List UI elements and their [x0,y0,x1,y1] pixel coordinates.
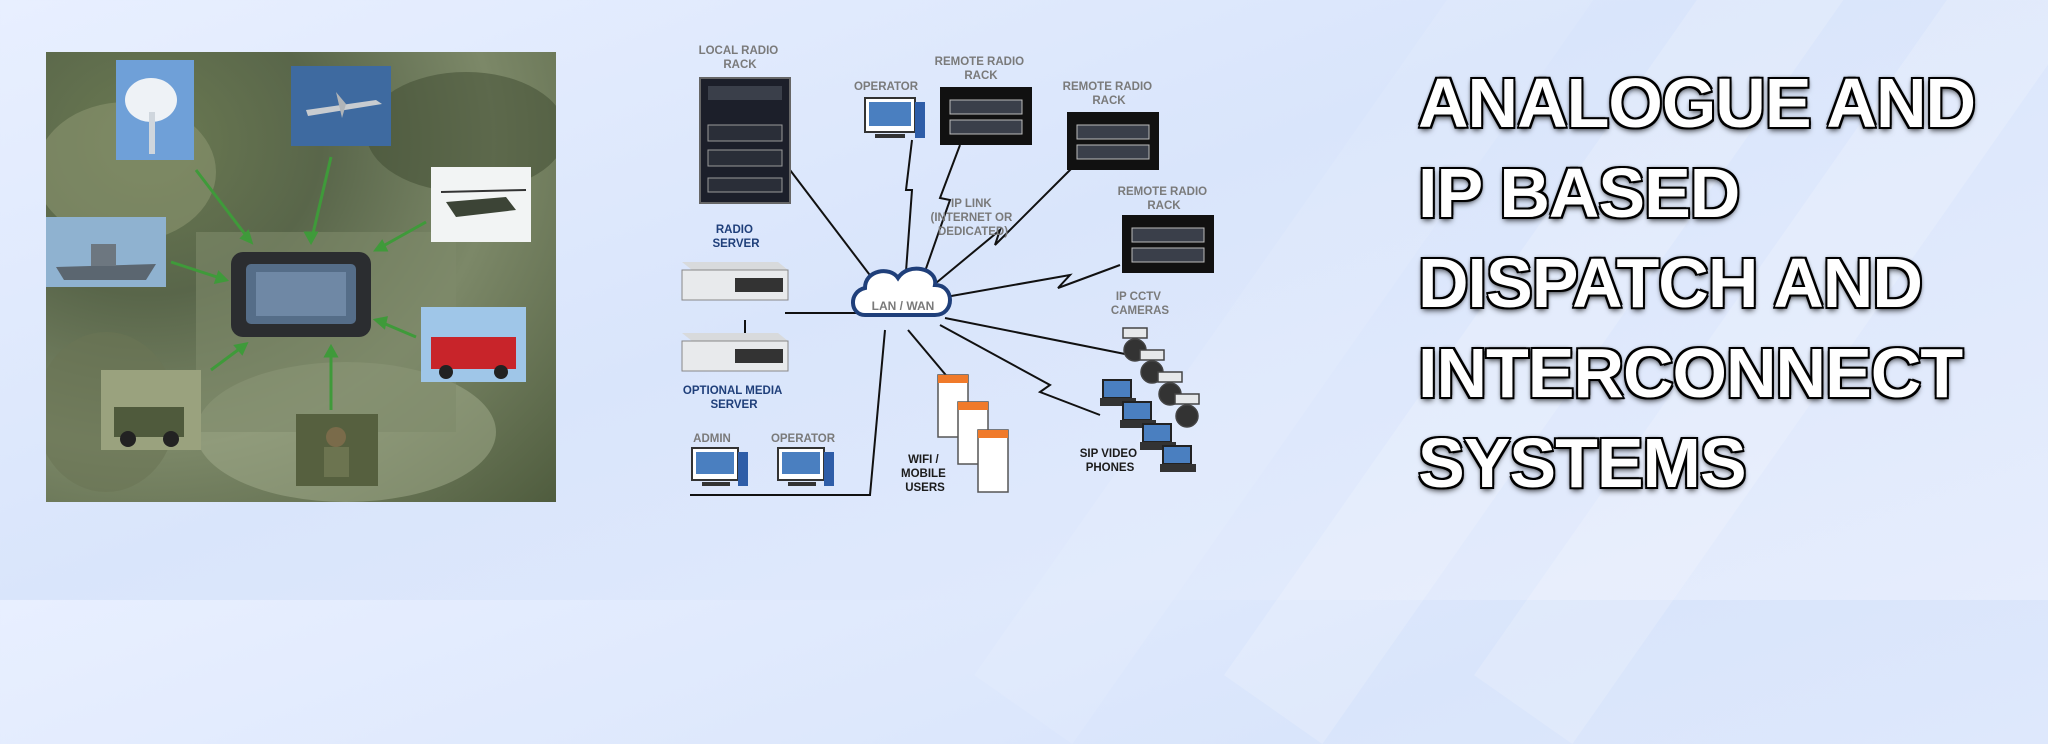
admin-workstation-icon [691,447,748,486]
ship-photo [46,217,166,287]
operator-bottom-label: OPERATOR [771,433,836,445]
connection-arrows [170,156,427,410]
svg-text:RADIO SERVER: RADIO SERVER [712,224,760,250]
remote-radio-rack-2-label: REMOTE RADIO [1063,81,1153,93]
helicopter-photo [431,167,531,242]
remote-radio-rack-1-label: REMOTE RADIO [935,56,1025,68]
lan-wan-label: LAN / WAN [872,299,935,313]
mobile-phone-icon [937,374,1009,493]
svg-text:REMOTE RADIO RACK: REMOTE RADIO RACK [1063,81,1156,107]
remote-radio-rack-icon [940,87,1032,145]
optional-media-server-label: OPTIONAL MEDIA [683,385,782,397]
local-radio-rack-icon [699,77,791,204]
sip-video-phones-label: SIP VIDEO [1080,448,1137,460]
network-diagram: LOCAL RADIO RACK OPERATOR REMOTE RADIO R… [660,30,1260,510]
headline-line-2: IP BASED [1417,153,1742,234]
soldier-photo [296,414,378,486]
photo-collage [46,52,556,502]
local-radio-rack-label: LOCAL RADIO [699,45,779,57]
aircraft-photo [291,66,391,146]
headline-line-4: INTERCONNECT [1417,333,1965,414]
satellite-dish-photo [116,60,194,160]
svg-text:OPTIONAL MEDIA SERVER: OPTIONAL MEDIA SERVER [683,385,785,411]
optional-media-server-icon [681,333,789,372]
wifi-mobile-users-label: WIFI / [908,454,939,466]
cctv-camera-icon [1122,327,1200,428]
remote-radio-rack-icon [1122,215,1214,273]
military-vehicle-photo [101,370,201,450]
headline-line-3: DISPATCH AND [1417,243,1925,324]
headline: ANALOGUE AND IP BASED DISPATCH AND INTER… [1417,58,2018,508]
svg-text:LOCAL RADIO RACK: LOCAL RADIO RACK [699,45,782,71]
operator-workstation-icon [777,447,834,486]
svg-text:REMOTE RADIO RACK: REMOTE RADIO RACK [935,56,1028,82]
remote-radio-rack-3-label: REMOTE RADIO [1118,186,1208,198]
svg-text:IP LINK (INTERNET OR: IP LINK (INTERNET OR DEDICATED) [931,198,1016,238]
svg-text:IP CCTV CAMERAS: IP CCTV CAMERAS [1111,291,1169,317]
svg-text:REMOTE RADIO RACK: REMOTE RADIO RACK [1118,186,1211,212]
radio-server-label: RADIO [716,224,753,236]
svg-text:SIP VIDEO PHONES: SIP VIDEO PHONES [1080,448,1141,474]
lan-wan-cloud-icon [851,266,952,317]
ip-link-label: IP LINK [951,198,992,210]
rugged-case-device [231,252,371,337]
admin-label: ADMIN [693,433,731,445]
fire-truck-photo [421,307,526,382]
sip-video-phone-icon [1100,379,1196,472]
ip-cctv-cameras-label: IP CCTV [1116,291,1161,303]
headline-line-1: ANALOGUE AND [1417,63,1978,144]
headline-line-5: SYSTEMS [1417,423,1749,504]
svg-text:WIFI / MOBILE USER: WIFI / MOBILE USERS [901,454,949,494]
operator-workstation-icon [864,97,925,138]
operator-top-label: OPERATOR [854,81,919,93]
remote-radio-rack-icon [1067,112,1159,170]
radio-server-icon [681,262,789,301]
